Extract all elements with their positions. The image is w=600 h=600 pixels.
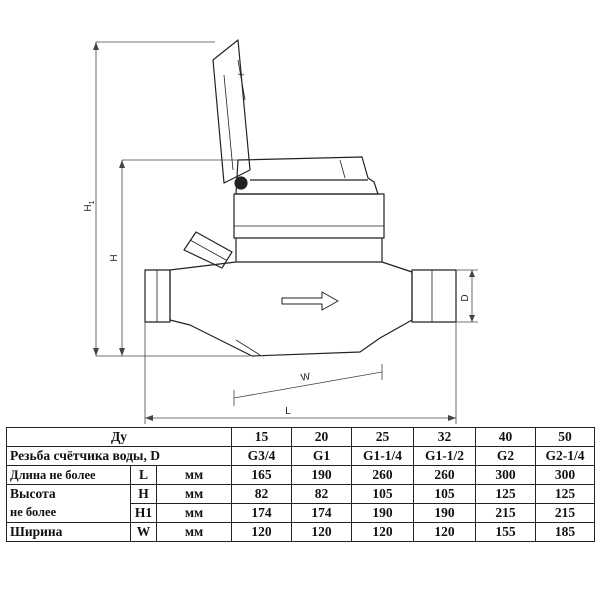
d-label: D bbox=[460, 294, 471, 301]
thread-cell: G1-1/4 bbox=[351, 446, 415, 466]
table-row-width: Ширина W мм 120 120 120 120 155 185 bbox=[6, 522, 596, 542]
h1-cell: 190 bbox=[351, 503, 415, 523]
meter-body bbox=[169, 261, 413, 357]
h1-cell: 215 bbox=[475, 503, 537, 523]
width-label: Ширина bbox=[6, 522, 131, 542]
size-cell: 50 bbox=[535, 427, 596, 447]
width-cell: 120 bbox=[351, 522, 415, 542]
table-row-length: Длина не более L мм 165 190 260 260 300 … bbox=[6, 465, 596, 485]
l-label: L bbox=[285, 406, 291, 417]
h1-cell: 174 bbox=[231, 503, 293, 523]
size-cell: 40 bbox=[475, 427, 537, 447]
h1-cell: 215 bbox=[535, 503, 596, 523]
spec-table: Ду 15 20 25 32 40 50 Резьба счётчика вод… bbox=[5, 427, 596, 542]
height-sublabel: не более bbox=[6, 503, 131, 523]
h1-label: H1 bbox=[83, 200, 96, 211]
table-row-header: Ду 15 20 25 32 40 50 bbox=[5, 427, 596, 447]
h-cell: 82 bbox=[231, 484, 293, 504]
h1-cell: 174 bbox=[291, 503, 353, 523]
width-cell: 120 bbox=[231, 522, 293, 542]
lid-hinge bbox=[234, 176, 248, 190]
length-label: Длина не более bbox=[6, 465, 131, 485]
width-cell: 155 bbox=[475, 522, 537, 542]
size-cell: 20 bbox=[291, 427, 353, 447]
thread-cell: G2-1/4 bbox=[535, 446, 596, 466]
meter-register bbox=[235, 156, 379, 195]
height-label: Высота bbox=[6, 484, 131, 504]
thread-cell: G1-1/2 bbox=[413, 446, 477, 466]
header-label: Ду bbox=[5, 427, 233, 447]
thread-cell: G2 bbox=[475, 446, 537, 466]
length-cell: 165 bbox=[231, 465, 293, 485]
h1-unit: мм bbox=[155, 503, 233, 523]
meter-lid bbox=[212, 39, 251, 184]
table-row-height-h1: не более H1 мм 174 174 190 190 215 215 bbox=[6, 503, 596, 523]
length-symbol: L bbox=[130, 465, 157, 485]
width-cell: 185 bbox=[535, 522, 596, 542]
h1-symbol: H1 bbox=[130, 503, 157, 523]
h-cell: 125 bbox=[475, 484, 537, 504]
flow-arrow bbox=[281, 291, 339, 311]
meter-ring bbox=[233, 193, 385, 239]
length-cell: 300 bbox=[535, 465, 596, 485]
width-symbol: W bbox=[130, 522, 157, 542]
length-cell: 190 bbox=[291, 465, 353, 485]
table-row-thread: Резьба счётчика воды, D G3/4 G1 G1-1/4 G… bbox=[5, 446, 596, 466]
right-connector bbox=[411, 269, 457, 323]
h-label: H bbox=[109, 254, 120, 261]
size-cell: 32 bbox=[413, 427, 477, 447]
w-label: W bbox=[300, 371, 312, 384]
thread-cell: G3/4 bbox=[231, 446, 293, 466]
h-cell: 125 bbox=[535, 484, 596, 504]
length-cell: 260 bbox=[351, 465, 415, 485]
thread-cell: G1 bbox=[291, 446, 353, 466]
size-cell: 15 bbox=[231, 427, 293, 447]
thread-label: Резьба счётчика воды, D bbox=[5, 446, 233, 466]
h-cell: 82 bbox=[291, 484, 353, 504]
h-unit: мм bbox=[155, 484, 233, 504]
width-unit: мм bbox=[155, 522, 233, 542]
h1-cell: 190 bbox=[413, 503, 477, 523]
h-cell: 105 bbox=[351, 484, 415, 504]
length-unit: мм bbox=[155, 465, 233, 485]
size-cell: 25 bbox=[351, 427, 415, 447]
table-row-height-h: Высота H мм 82 82 105 105 125 125 bbox=[6, 484, 596, 504]
h-symbol: H bbox=[130, 484, 157, 504]
width-cell: 120 bbox=[291, 522, 353, 542]
h-cell: 105 bbox=[413, 484, 477, 504]
width-cell: 120 bbox=[413, 522, 477, 542]
left-connector bbox=[144, 269, 171, 323]
water-meter-drawing: H1 H D W L bbox=[83, 39, 478, 424]
side-fitting bbox=[183, 231, 233, 269]
length-cell: 300 bbox=[475, 465, 537, 485]
length-cell: 260 bbox=[413, 465, 477, 485]
